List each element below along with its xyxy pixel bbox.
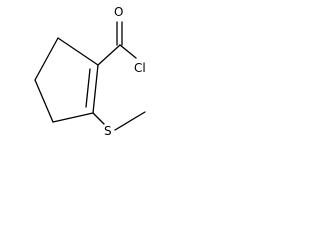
sulfur-atom-label: S [104, 124, 112, 138]
oxygen-atom-label: O [114, 5, 123, 19]
ring-double-bond-inner-line [85, 68, 91, 108]
ring-bond-c4-c3 [52, 112, 94, 123]
bond-carbonyl-to-chlorine [119, 44, 137, 59]
ring-bond-c3-c2 [92, 64, 99, 114]
chemical-structure-diagram: O Cl S [34, 5, 146, 138]
ring-bond-c5-c4 [34, 79, 54, 123]
bond-ring-to-carbonyl [97, 44, 121, 66]
bond-ring-to-sulfur [92, 112, 105, 125]
ring-bond-c1-c2 [57, 37, 99, 66]
bond-sulfur-to-methyl [114, 111, 146, 131]
chlorine-atom-label: Cl [134, 61, 146, 75]
ring-bond-c1-c5 [34, 37, 59, 81]
